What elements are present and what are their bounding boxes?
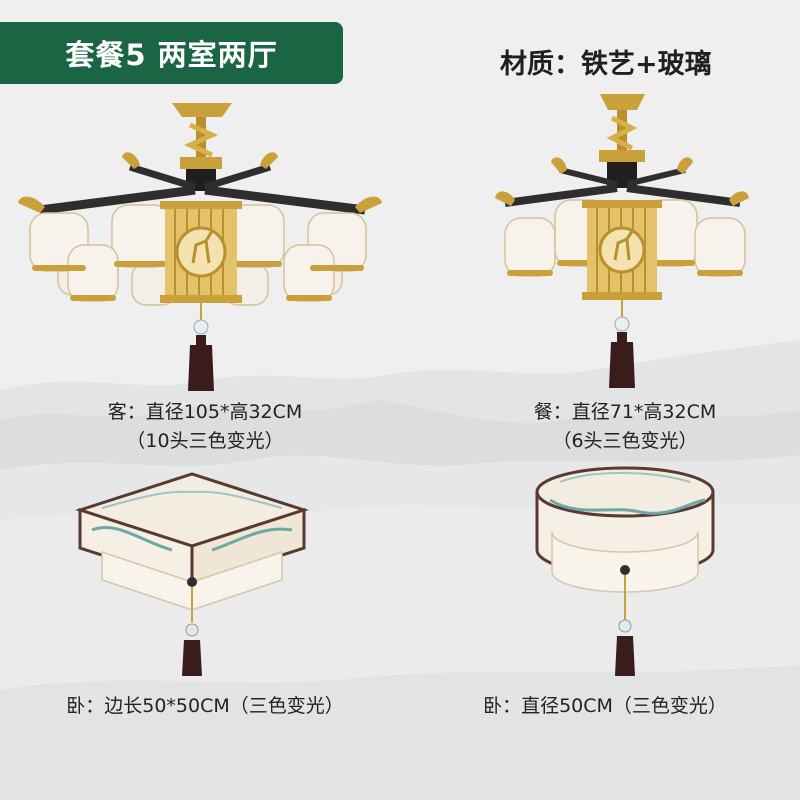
bedroom-round-spec: 卧：直径50CM（三色变光） — [483, 695, 727, 717]
living-room-heads: （10头三色变光） — [126, 430, 284, 452]
living-room-spec: 客：直径105*高32CM — [107, 401, 303, 423]
chandelier-6-head-icon — [495, 94, 749, 388]
chandelier-10-head-icon — [18, 103, 382, 391]
bedroom-square-caption: 卧：边长50*50CM（三色变光） — [20, 692, 390, 721]
bedroom-square-spec: 卧：边长50*50CM（三色变光） — [66, 695, 344, 717]
material-label: 材质：铁艺+玻璃 — [500, 49, 712, 80]
dining-room-caption: 餐：直径71*高32CM （6头三色变光） — [480, 398, 770, 456]
package-badge: 套餐5 两室两厅 — [0, 22, 343, 84]
square-ceiling-lamp-icon — [75, 472, 309, 676]
living-room-caption: 客：直径105*高32CM （10头三色变光） — [60, 398, 350, 456]
dining-room-spec: 餐：直径71*高32CM — [533, 401, 717, 423]
dining-room-heads: （6头三色变光） — [552, 430, 698, 452]
bedroom-round-caption: 卧：直径50CM（三色变光） — [430, 692, 780, 721]
round-ceiling-lamp-icon — [535, 466, 715, 676]
